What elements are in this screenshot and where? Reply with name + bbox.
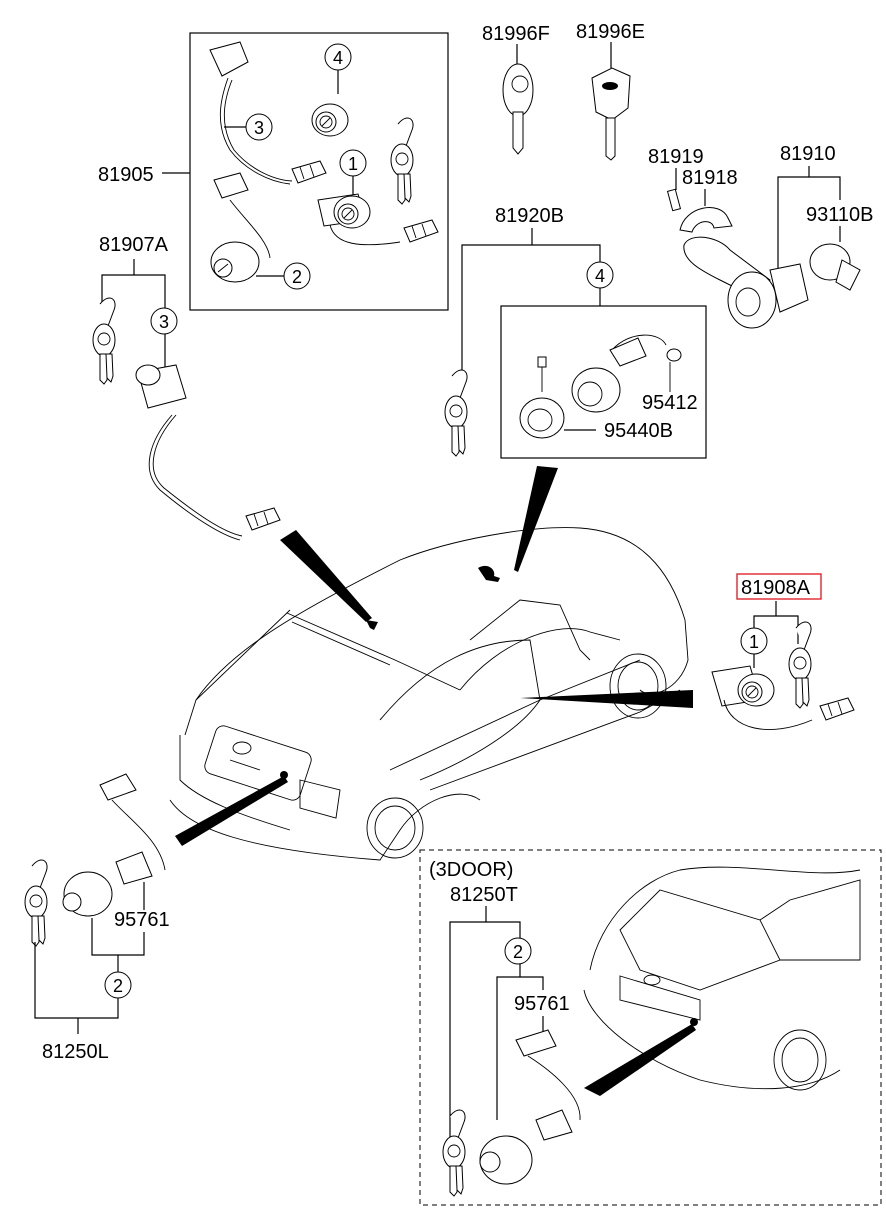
lock-cylinder-icon — [311, 103, 349, 137]
pointer-wedge-icon — [520, 690, 693, 708]
trunk-lock-icon — [479, 1029, 581, 1185]
key-fob-icon — [442, 1109, 466, 1197]
car-sedan-icon — [169, 527, 689, 861]
callout-3: 3 — [254, 118, 264, 138]
label-93110B: 93110B — [806, 204, 873, 226]
assembly-81905: 81905 3 4 1 — [98, 32, 449, 311]
callout-1: 1 — [348, 154, 358, 174]
label-81907A: 81907A — [99, 234, 169, 256]
set-box-3door — [419, 849, 882, 1206]
pointer-wedge-icon — [514, 466, 558, 572]
callout-4: 4 — [333, 48, 343, 68]
label-95412: 95412 — [642, 392, 698, 414]
door-lock-icon — [135, 364, 281, 541]
set-box-81920B — [500, 305, 707, 459]
callout-1-81908A: 1 — [749, 632, 759, 652]
label-95440B: 95440B — [604, 420, 673, 442]
clamp-icon — [679, 207, 733, 233]
door-lock-icon — [711, 665, 855, 730]
callout-2-81250L: 2 — [113, 976, 123, 996]
callout-3-81907A: 3 — [159, 312, 169, 332]
label-81905: 81905 — [98, 164, 154, 186]
callout-2-81250T: 2 — [513, 942, 523, 962]
label-81918: 81918 — [682, 167, 738, 189]
key-fob-icon — [92, 297, 116, 385]
car-hatchback-icon — [583, 866, 861, 1091]
key-81996F: 81996F — [482, 23, 550, 155]
lock-cylinder-icon — [519, 334, 682, 439]
assembly-3door: (3DOOR) 81250T 2 95761 — [419, 849, 882, 1206]
assembly-81910: 81919 81918 81910 93110B — [648, 143, 873, 329]
label-81996E: 81996E — [576, 21, 645, 43]
key-fob-icon — [444, 369, 468, 457]
key-icon — [502, 63, 534, 155]
label-81919: 81919 — [648, 146, 704, 168]
label-95761-left: 95761 — [114, 909, 170, 931]
pointer-wedge-icon — [584, 1024, 696, 1096]
key-icon — [591, 67, 631, 161]
highlight-box-81908A — [736, 573, 822, 600]
assembly-81250L: 95761 2 81250L — [24, 773, 170, 1063]
trunk-lock-icon — [210, 172, 271, 283]
label-81920B: 81920B — [495, 205, 564, 227]
label-81908A: 81908A — [741, 577, 811, 599]
set-box-81905 — [189, 32, 449, 311]
label-81250L: 81250L — [42, 1041, 109, 1063]
screw-icon — [666, 188, 682, 212]
callout-2: 2 — [292, 267, 302, 287]
label-81910: 81910 — [780, 143, 836, 165]
assembly-81908A: 81908A 1 — [711, 573, 855, 730]
pointer-wedge-icon — [280, 530, 372, 622]
label-81996F: 81996F — [482, 23, 550, 45]
door-lock-icon — [317, 193, 439, 246]
label-95761-3door: 95761 — [514, 993, 570, 1015]
assembly-81907A: 81907A 3 — [92, 234, 372, 622]
key-81996E: 81996E — [576, 21, 645, 161]
ignition-switch-icon — [683, 236, 861, 329]
label-81250T: 81250T — [450, 884, 518, 906]
trunk-lock-icon — [62, 773, 166, 917]
callout-4-81920B: 4 — [595, 266, 605, 286]
door-lock-icon — [209, 41, 327, 185]
label-3door: (3DOOR) — [429, 859, 513, 881]
key-fob-icon — [24, 859, 48, 947]
key-fob-icon — [788, 621, 812, 709]
pointer-wedge-icon — [175, 776, 288, 846]
key-fob-icon — [390, 117, 414, 205]
assembly-81920B: 81920B 4 95412 95440B — [444, 205, 707, 572]
